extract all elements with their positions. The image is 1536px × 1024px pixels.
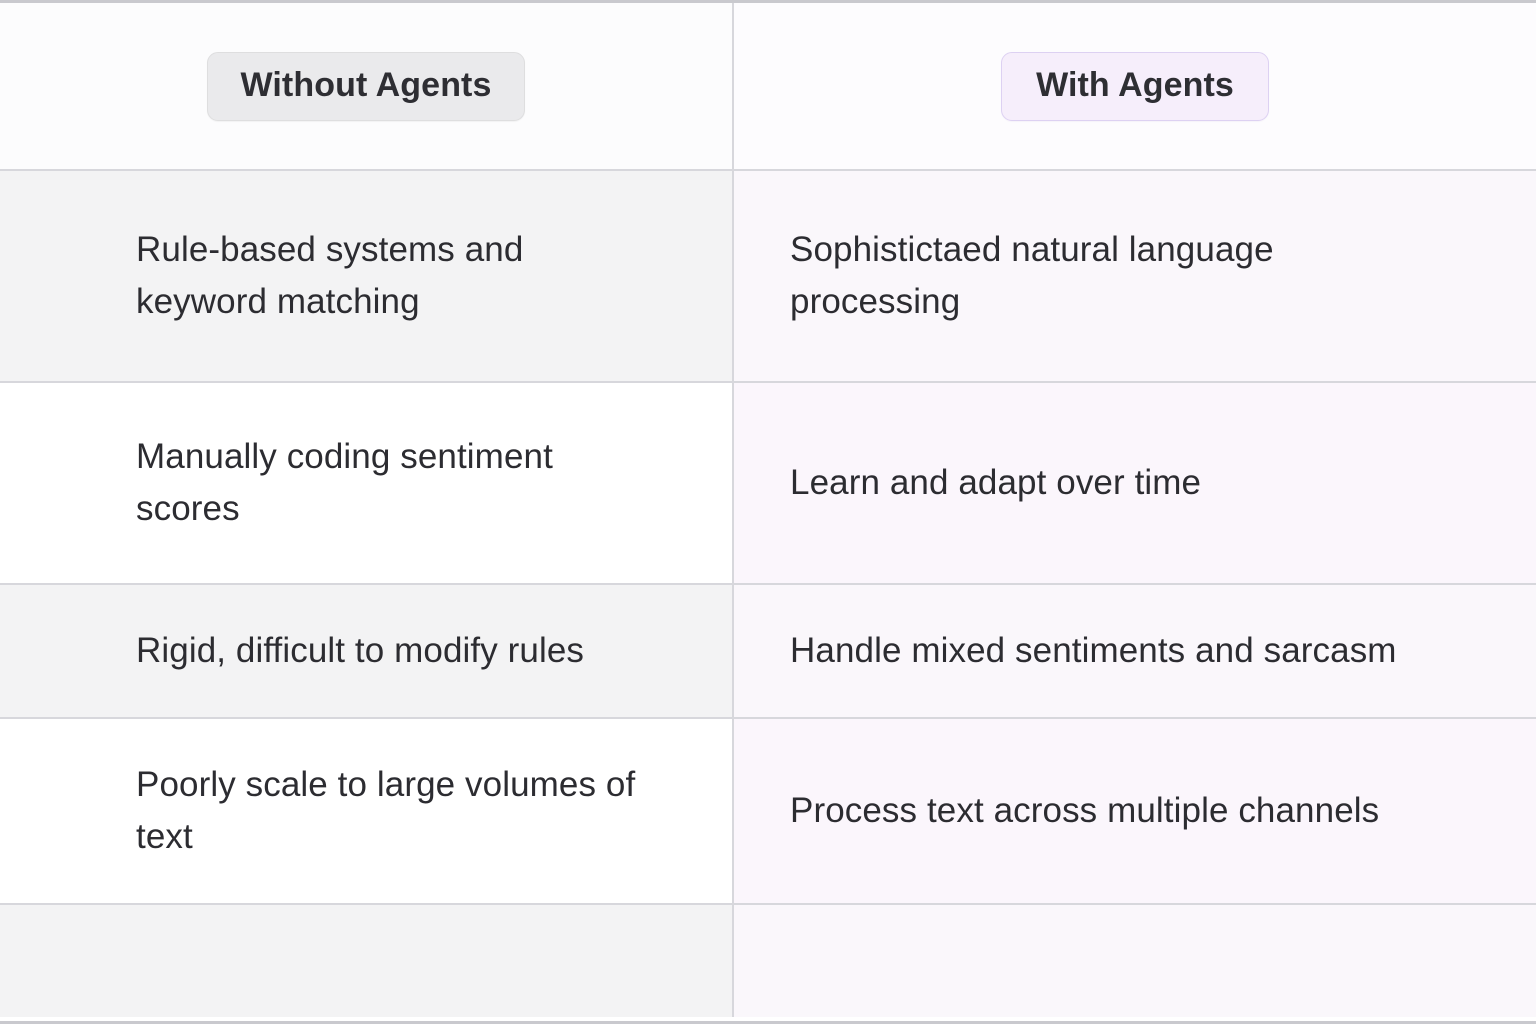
- table-row: Rule-based systems and keyword matching: [0, 169, 734, 381]
- cell-without-agents-3: Rigid, difficult to modify rules: [136, 631, 585, 671]
- table-row: Handle mixed sentiments and sarcasm: [734, 583, 1536, 717]
- cell-with-agents-4: Process text across multiple channels: [790, 791, 1380, 831]
- table-row: Rigid, difficult to modify rules: [0, 583, 734, 717]
- table-grid: Without Agents With Agents Rule-based sy…: [0, 3, 1536, 1021]
- cell-without-agents-2: Manually coding sentiment scores: [136, 437, 553, 528]
- column-header-pill-without-agents: Without Agents: [207, 51, 525, 121]
- cell-without-agents-4: Poorly scale to large volumes of text: [136, 765, 636, 856]
- table-row: [734, 903, 1536, 1017]
- table-row: Sophistictaed natural language processin…: [734, 169, 1536, 381]
- cell-with-agents-2: Learn and adapt over time: [790, 463, 1202, 503]
- cell-with-agents-1: Sophistictaed natural language processin…: [790, 230, 1274, 321]
- cell-with-agents-3: Handle mixed sentiments and sarcasm: [790, 631, 1397, 671]
- table-row: Process text across multiple channels: [734, 717, 1536, 903]
- table-row: [0, 903, 734, 1017]
- cell-without-agents-1: Rule-based systems and keyword matching: [136, 230, 524, 321]
- table-row: Poorly scale to large volumes of text: [0, 717, 734, 903]
- table-row: Manually coding sentiment scores: [0, 381, 734, 583]
- column-header-pill-with-agents: With Agents: [1001, 51, 1269, 121]
- table-header-cell-without-agents: Without Agents: [0, 3, 734, 169]
- table-row: Learn and adapt over time: [734, 381, 1536, 583]
- table-header-cell-with-agents: With Agents: [734, 3, 1536, 169]
